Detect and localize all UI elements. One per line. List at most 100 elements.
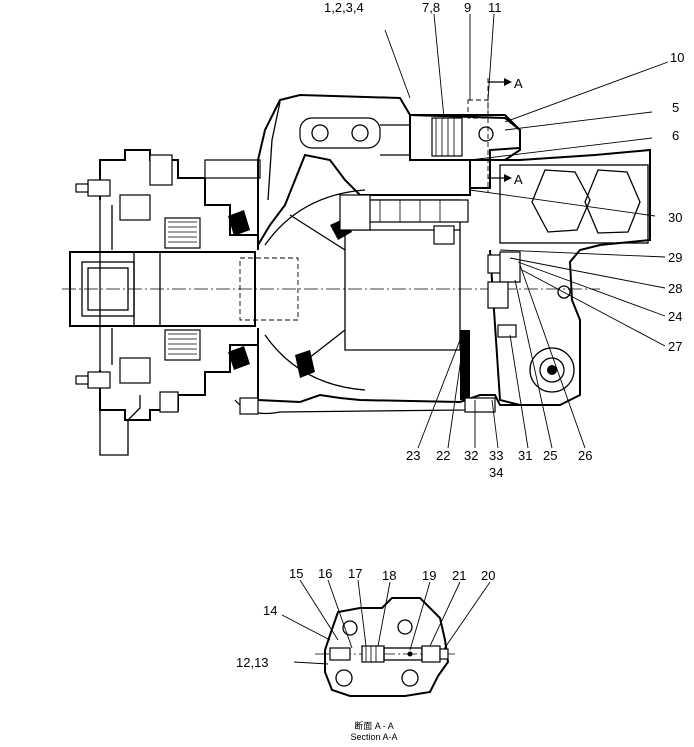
leader-11 bbox=[487, 13, 495, 101]
end-head-outline bbox=[469, 148, 651, 406]
label-27: 27 bbox=[668, 339, 682, 354]
bolt-bottom-left-head bbox=[75, 375, 89, 385]
servo-end bbox=[339, 194, 371, 231]
label-18: 18 bbox=[382, 568, 396, 583]
label-16: 16 bbox=[318, 566, 332, 581]
main-housing-outline bbox=[257, 93, 521, 246]
link-end bbox=[380, 124, 411, 156]
servo-stop bbox=[433, 225, 455, 245]
piston-shoe-bottom bbox=[295, 350, 315, 378]
mount-bracket bbox=[99, 395, 141, 456]
section-hole-br bbox=[401, 669, 419, 687]
section-left-plug bbox=[329, 647, 351, 661]
section-hole-bl bbox=[335, 669, 353, 687]
bolt-top-left-head bbox=[75, 183, 89, 193]
label-29: 29 bbox=[668, 250, 682, 265]
label-25: 25 bbox=[543, 448, 557, 463]
bearing-bottom bbox=[164, 329, 201, 361]
leader-15 bbox=[299, 579, 339, 641]
label-17: 17 bbox=[348, 566, 362, 581]
label-30: 30 bbox=[668, 210, 682, 225]
label-11: 11 bbox=[488, 0, 502, 15]
leader-23 bbox=[417, 339, 461, 449]
caption-line-2: Section A-A bbox=[350, 732, 397, 742]
plate-pin bbox=[497, 324, 517, 338]
cylinder-block bbox=[344, 229, 461, 351]
gear-part-top bbox=[228, 210, 250, 236]
drain-fitting bbox=[464, 397, 496, 413]
spring-seat bbox=[499, 251, 521, 283]
leader-22 bbox=[447, 344, 464, 449]
leader-17 bbox=[357, 579, 367, 647]
seal-ring bbox=[460, 330, 470, 400]
leader-31 bbox=[509, 334, 529, 449]
label-1234: 1,2,3,4 bbox=[324, 0, 364, 15]
label-78: 7,8 bbox=[422, 0, 440, 15]
leader-18 bbox=[377, 581, 391, 647]
section-mark-bottom: A bbox=[514, 172, 523, 187]
shaft-spline-inner bbox=[87, 267, 129, 311]
hex-plug-1 bbox=[531, 169, 591, 233]
housing-inner-wall bbox=[267, 101, 281, 201]
drain-fitting-left bbox=[239, 397, 259, 415]
label-32: 32 bbox=[464, 448, 478, 463]
valve-plug bbox=[478, 126, 494, 142]
main-housing-lower bbox=[257, 330, 520, 406]
leader-28 bbox=[509, 257, 666, 289]
section-spool-rings bbox=[365, 646, 377, 662]
main-assembly-drawing bbox=[62, 78, 651, 456]
label-5: 5 bbox=[672, 100, 679, 115]
link-pin-2 bbox=[351, 124, 369, 142]
fitting-top bbox=[204, 159, 261, 179]
leader-33 bbox=[491, 399, 499, 449]
section-nut bbox=[439, 648, 449, 660]
leader-21 bbox=[429, 581, 461, 647]
port-circle-core bbox=[547, 365, 557, 375]
label-20: 20 bbox=[481, 568, 495, 583]
bolt-bottom-left bbox=[87, 371, 111, 389]
port-block bbox=[499, 164, 649, 244]
label-22: 22 bbox=[436, 448, 450, 463]
leader-14 bbox=[281, 614, 331, 641]
label-10: 10 bbox=[670, 50, 684, 65]
leader-26 bbox=[519, 264, 586, 449]
leader-25 bbox=[514, 279, 553, 449]
link-pin-1 bbox=[311, 124, 329, 142]
swash-plate-top bbox=[264, 189, 366, 246]
section-caption: 断面 A - A Section A-A bbox=[350, 720, 397, 742]
valve-spool bbox=[431, 117, 463, 157]
leader-29 bbox=[499, 249, 666, 258]
section-ball bbox=[407, 651, 413, 657]
arrow-head-top bbox=[504, 78, 512, 86]
drive-shaft bbox=[69, 251, 256, 327]
label-9: 9 bbox=[464, 0, 471, 15]
plug-top bbox=[149, 154, 173, 186]
seal-top bbox=[119, 194, 151, 221]
leader-1213 bbox=[293, 661, 329, 665]
swash-plate-bottom bbox=[264, 334, 366, 391]
label-14: 14 bbox=[263, 603, 277, 618]
label-34: 34 bbox=[489, 465, 503, 480]
gear-part-bottom bbox=[228, 346, 250, 370]
section-mark-top: A bbox=[514, 76, 523, 91]
servo-piston-grooves bbox=[379, 200, 441, 222]
section-hole-tr bbox=[397, 619, 413, 635]
leader-lines bbox=[384, 13, 669, 449]
label-1213: 12,13 bbox=[236, 655, 269, 670]
section-leader-lines bbox=[281, 579, 491, 665]
leader-10 bbox=[504, 61, 669, 123]
leader-5 bbox=[504, 111, 653, 131]
bearing-top bbox=[164, 217, 201, 249]
shaft-steps bbox=[133, 252, 161, 326]
label-28: 28 bbox=[668, 281, 682, 296]
label-31: 31 bbox=[518, 448, 532, 463]
section-aa-drawing bbox=[315, 597, 455, 697]
label-6: 6 bbox=[672, 128, 679, 143]
center-pin bbox=[487, 281, 509, 309]
port-circle bbox=[529, 347, 575, 393]
leader-1234 bbox=[384, 29, 411, 99]
servo-piston bbox=[367, 199, 469, 223]
label-24: 24 bbox=[668, 309, 682, 324]
